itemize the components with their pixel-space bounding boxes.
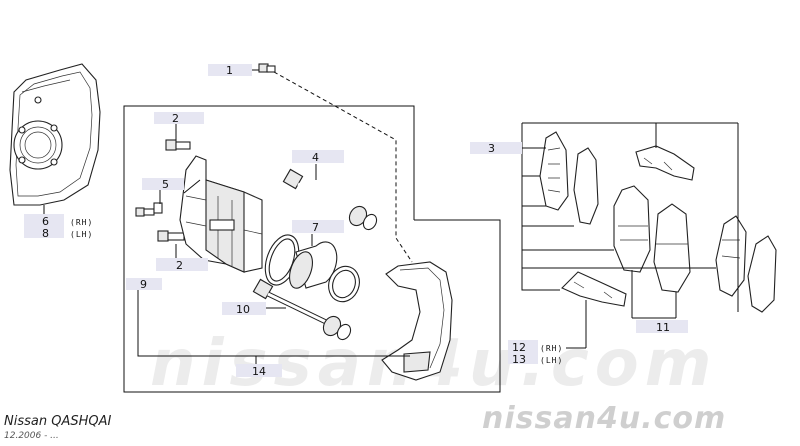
callout-2-top-label: 2 — [172, 112, 179, 125]
caliper-body-part — [179, 155, 263, 273]
callout-6-8[interactable]: 6 8 (RH) (LH) — [24, 214, 93, 240]
pad-clip-bottom-part — [561, 271, 627, 307]
pad-clip-top-part — [635, 145, 695, 181]
callout-6-label: 6 — [42, 215, 49, 228]
rh-label-2: (RH) — [540, 344, 563, 353]
small-bolt-part — [135, 202, 163, 217]
callout-11-label: 11 — [656, 321, 670, 334]
callout-14[interactable]: 14 — [236, 364, 282, 378]
callout-8-label: 8 — [42, 227, 49, 240]
callout-7-label: 7 — [312, 221, 319, 234]
callout-13-label: 13 — [512, 353, 526, 366]
callout-4[interactable]: 4 — [292, 150, 344, 164]
callout-10-label: 10 — [236, 303, 250, 316]
lh-label-2: (LH) — [540, 356, 563, 365]
dust-shield-part — [9, 63, 101, 206]
lh-label: (LH) — [70, 230, 93, 239]
callout-1[interactable]: 1 — [208, 64, 252, 77]
guide-pin-lower-part — [252, 278, 352, 341]
bleeder-screw-part — [258, 63, 276, 73]
callout-12-label: 12 — [512, 341, 526, 354]
callout-2-top[interactable]: 2 — [154, 112, 204, 125]
callout-12-13[interactable]: 12 13 (RH) (LH) — [508, 340, 563, 366]
callout-14-label: 14 — [252, 365, 266, 378]
callout-9-label: 9 — [140, 278, 147, 291]
callout-3-label: 3 — [488, 142, 495, 155]
brake-pad-outer-part — [653, 203, 691, 293]
callout-7[interactable]: 7 — [292, 220, 344, 234]
caliper-assembly-frame — [123, 105, 501, 393]
mounting-bolt-top-part — [165, 139, 191, 151]
callout-5[interactable]: 5 — [142, 178, 184, 191]
mounting-bolt-bottom-part — [157, 230, 185, 242]
callout-3[interactable]: 3 — [470, 142, 522, 155]
callout-5-label: 5 — [162, 178, 169, 191]
brake-pad-inner-part — [613, 185, 651, 273]
callout-10[interactable]: 10 — [222, 302, 266, 316]
watermark-corner: nissan4u.com — [482, 401, 726, 436]
footer-date: 12.2006 - ... — [4, 431, 59, 441]
callout-11[interactable]: 11 — [636, 320, 688, 334]
callout-2-bottom[interactable]: 2 — [156, 258, 208, 272]
pad-shim-set-right-part — [715, 215, 777, 313]
pad-shim-set-part — [539, 131, 599, 225]
piston-seal-kit-part — [264, 234, 360, 303]
callout-9[interactable]: 9 — [126, 278, 162, 291]
callout-2-bottom-label: 2 — [176, 259, 183, 272]
callout-1-label: 1 — [226, 64, 233, 77]
footer-model: Nissan QASHQAI — [4, 414, 112, 429]
callout-4-label: 4 — [312, 151, 319, 164]
rh-label: (RH) — [70, 218, 93, 227]
torque-member-part — [381, 261, 453, 381]
guide-pin-upper-part — [282, 168, 378, 231]
